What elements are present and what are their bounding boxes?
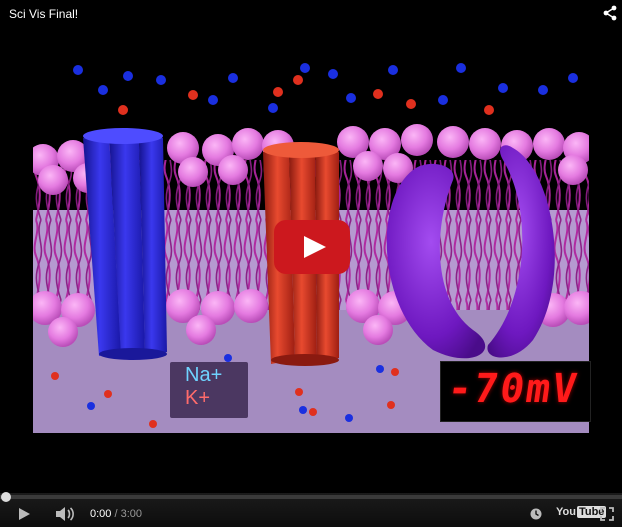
- share-icon[interactable]: [602, 5, 618, 21]
- time-separator: /: [111, 508, 121, 520]
- play-icon[interactable]: [17, 507, 31, 521]
- volume-icon[interactable]: [55, 506, 75, 522]
- ion-legend-box: [170, 362, 248, 418]
- current-time: 0:00: [90, 508, 112, 520]
- logo-tube: Tube: [576, 506, 607, 518]
- progress-bar[interactable]: [0, 495, 622, 499]
- logo-you: You: [556, 506, 576, 518]
- video-title[interactable]: Sci Vis Final!: [9, 7, 79, 21]
- progress-scrubber[interactable]: [1, 492, 11, 502]
- purple-pump: [386, 145, 555, 359]
- title-bar: Sci Vis Final!: [0, 0, 622, 28]
- potassium-label: K+: [185, 387, 211, 409]
- voltage-readout: -70mV: [444, 366, 582, 412]
- watch-later-icon[interactable]: [530, 508, 542, 520]
- time-display: 0:00 / 3:00: [90, 508, 142, 520]
- blue-ion-channel: [83, 128, 167, 360]
- fullscreen-icon[interactable]: [600, 507, 614, 521]
- duration: 3:00: [120, 508, 143, 520]
- sodium-label: Na+: [185, 364, 223, 386]
- play-icon[interactable]: [274, 220, 350, 274]
- voltage-display: [440, 361, 591, 422]
